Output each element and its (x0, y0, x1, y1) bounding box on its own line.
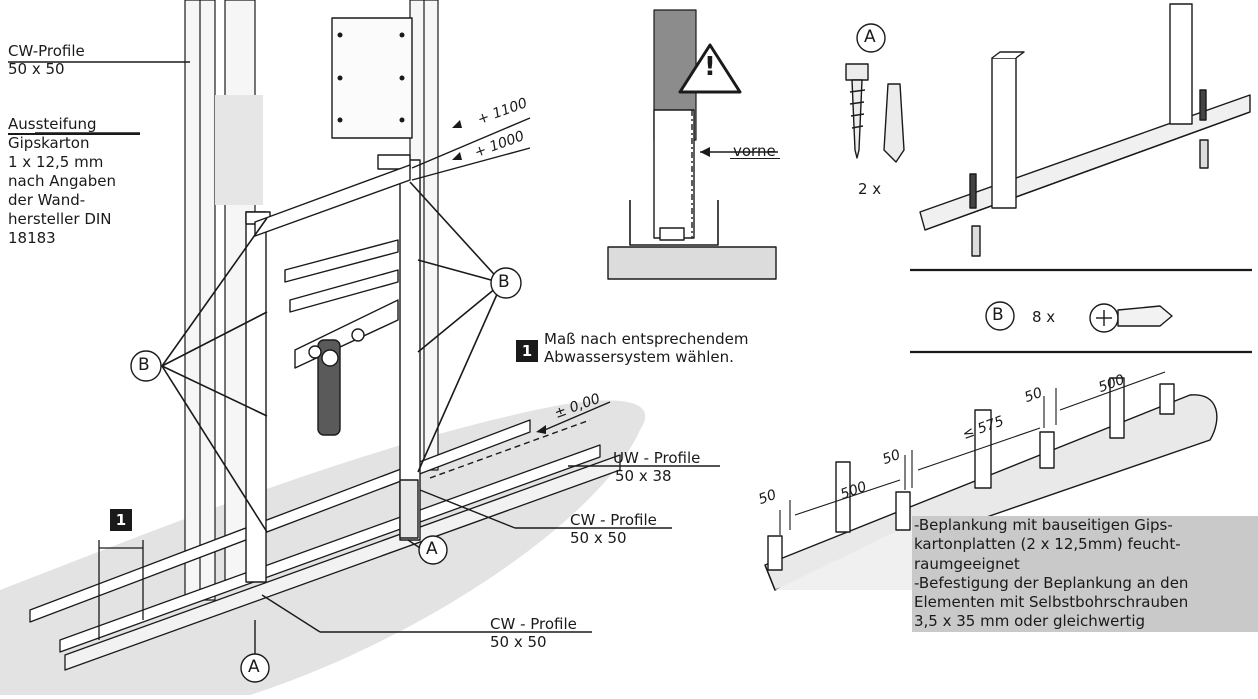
aussteifung-line2: Gipskarton (8, 134, 90, 152)
marker-a-right (418, 535, 448, 565)
measure-step-1 (98, 540, 144, 640)
step-1-note-line2: Abwassersystem wählen. (544, 348, 734, 366)
step-1-note: Maß nach entsprechendem Abwassersystem w… (544, 330, 748, 366)
planking-note: -Beplankung mit bauseitigen Gips- karton… (914, 516, 1189, 631)
aussteifung-label: Aussteifung Gipskarton 1 x 12,5 mm nach … (8, 115, 116, 248)
uw-profile-line2: 50 x 38 (615, 467, 672, 485)
aussteifung-line5: der Wand- (8, 191, 86, 209)
element-row (764, 377, 1218, 591)
cw-profile-top-line2: 50 x 50 (8, 60, 65, 78)
count-b: 8 x (1032, 308, 1056, 326)
cw-profile-top-label: CW-Profile 50 x 50 (8, 42, 85, 78)
cw-profile-bottom-line1: CW - Profile (490, 615, 577, 633)
floor-rail-detail (919, 3, 1251, 257)
spacing-dimension-lines (779, 371, 1166, 535)
b-marker-lines (161, 181, 503, 533)
count-a: 2 x (858, 180, 882, 198)
marker-a-detail (856, 23, 886, 53)
step-1-badge-note: 1 (516, 340, 538, 362)
dimension-arrows (452, 120, 546, 434)
uw-profile-label: UW - Profile 50 x 38 (613, 449, 700, 485)
cw-profile-mid-line1: CW - Profile (570, 511, 657, 529)
cw-profile-mid-line2: 50 x 50 (570, 529, 627, 547)
aussteifung-line6: hersteller DIN (8, 210, 112, 228)
aussteifung-underline (8, 133, 140, 135)
marker-b-detail (985, 301, 1015, 331)
aussteifung-line4: nach Angaben (8, 172, 116, 190)
mounting-board (331, 17, 413, 139)
vorne-label: vorne (733, 142, 776, 160)
cw-profile-bottom-line2: 50 x 50 (490, 633, 547, 651)
gipskarton-stiffening-panel (215, 95, 263, 205)
aussteifung-line7: 18183 (8, 229, 56, 247)
aussteifung-line1: Aussteifung (8, 115, 97, 133)
marker-a-bottom-text: A (248, 657, 260, 677)
warning-icon (678, 43, 742, 94)
self-drilling-screw-icon (1089, 303, 1173, 333)
note-background (912, 516, 1258, 632)
step-1-note-line1: Maß nach entsprechendem (544, 330, 749, 348)
drain-pipe (308, 328, 365, 436)
installation-frame (245, 154, 421, 583)
marker-b-left-text: B (138, 355, 150, 375)
marker-a-right-text: A (426, 539, 438, 559)
zero-level-line (429, 419, 591, 479)
uw-profile-line1: UW - Profile (613, 449, 701, 467)
cw-profile-mid-label: CW - Profile 50 x 50 (570, 511, 657, 547)
floor-detail (607, 246, 777, 280)
cw-profile-top-line1: CW-Profile (8, 42, 85, 60)
cw-profile-bottom-label: CW - Profile 50 x 50 (490, 615, 577, 651)
step-1-badge-floor: 1 (110, 509, 132, 531)
aussteifung-line3: 1 x 12,5 mm (8, 153, 104, 171)
vorne-underline (730, 158, 780, 160)
marker-a-detail-text: A (864, 27, 876, 47)
screw-and-anchor-icon (845, 63, 905, 163)
warning-exclamation: ! (704, 52, 716, 82)
board-screws (337, 32, 405, 123)
marker-b-left (130, 350, 162, 382)
cw-profile-lower (653, 109, 695, 239)
marker-b-detail-text: B (992, 305, 1004, 325)
marker-b-right-text: B (498, 272, 510, 292)
marker-b-right (490, 267, 522, 299)
